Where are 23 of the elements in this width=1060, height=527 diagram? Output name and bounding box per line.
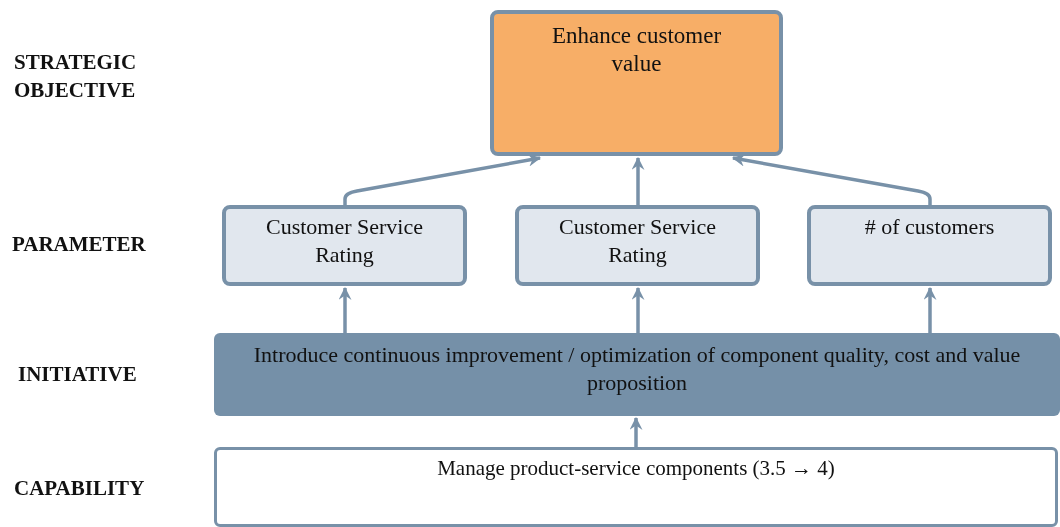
node-text: Customer Service Rating <box>558 213 717 269</box>
level-label: CAPABILITY <box>14 475 146 502</box>
capability-box <box>214 447 1058 527</box>
node-text: Introduce continuous improvement / optimization of component quality, cost and value proposition <box>252 341 1022 397</box>
arrow <box>338 286 352 333</box>
parameter-box <box>515 205 760 286</box>
level-label: INITIATIVE <box>18 361 138 388</box>
node-text: Manage product-service components (3.5 → 4) <box>437 455 835 482</box>
node-text: Enhance customer value <box>550 22 723 78</box>
arrow <box>731 153 932 205</box>
arrow <box>343 153 542 205</box>
initiative-bar <box>214 333 1060 416</box>
parameter-box <box>807 205 1052 286</box>
arrow <box>629 416 643 447</box>
arrow <box>631 156 645 205</box>
node-text: # of customers <box>864 213 995 241</box>
level-label: PARAMETER <box>12 231 147 258</box>
objective-box <box>490 10 783 156</box>
node-text: Customer Service Rating <box>265 213 424 269</box>
arrow <box>923 286 937 333</box>
level-label: STRATEGIC OBJECTIVE <box>14 49 138 104</box>
parameter-box <box>222 205 467 286</box>
arrow <box>631 286 645 333</box>
